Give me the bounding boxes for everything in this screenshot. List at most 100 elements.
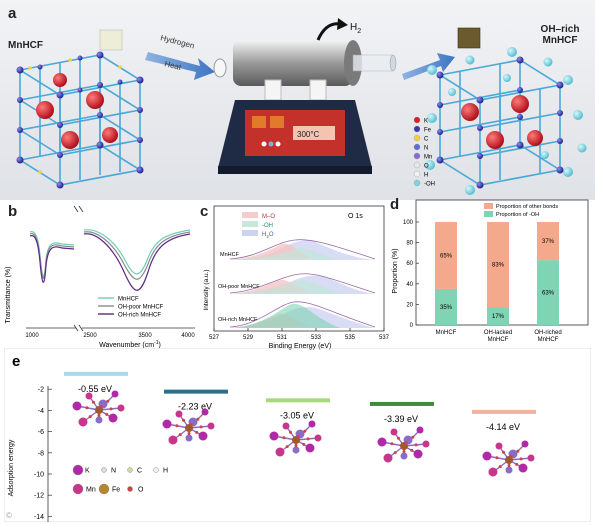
schematic-art: Hydrogen Heat 300°C H2 (16, 18, 587, 195)
legend-a-dot-0 (413, 116, 421, 124)
atom-k (275, 447, 285, 457)
atom-o (515, 462, 519, 466)
proportion-ylabel: Proportion (%) (392, 248, 399, 293)
atom-k (482, 451, 492, 461)
atom-o (509, 455, 513, 459)
atom-o (182, 418, 185, 422)
ftir-tick-3500: 3500 (138, 333, 152, 339)
atom-o (294, 444, 298, 447)
atom-o (390, 442, 394, 446)
legend-a-label-3: N (424, 146, 428, 152)
legend-e-dot-C (127, 467, 133, 473)
atom-k (416, 426, 424, 434)
legend-a-label-0: K (424, 119, 428, 125)
atom-k (78, 417, 88, 427)
adsorption-ytick--14: -14 (34, 514, 44, 521)
atom-o (302, 442, 306, 446)
temperature-display: 300°C (297, 130, 320, 139)
atom-k (85, 392, 93, 400)
bar-oh-label-2: 63% (542, 291, 555, 297)
oh-rich-label: OH–rich MnHCF (540, 24, 580, 46)
legend-a-dot-2 (413, 134, 421, 142)
xps-chart: Intensity (a.u.) O 1s M–O -OH H2O MnHCF … (203, 205, 390, 350)
atom-k (488, 467, 498, 477)
bar-oh-0 (435, 288, 457, 325)
xps-row-mnhcf: MnHCF (220, 252, 240, 258)
legend-e-dot-Mn (72, 483, 84, 495)
energy-level-bar-4 (472, 409, 536, 414)
legend-e-dot-O (127, 486, 133, 492)
proportion-ytick-20: 20 (406, 302, 413, 308)
xps-title: O 1s (348, 213, 363, 220)
atom-o (199, 425, 203, 429)
xps-legend: M–O -OH H2O (242, 212, 275, 239)
panel-label-e: e (12, 353, 20, 370)
tube-furnace (213, 40, 397, 174)
atom-o (178, 433, 182, 437)
xps-tick-527: 527 (209, 335, 220, 341)
atom-o (495, 456, 499, 460)
atom-k (108, 413, 118, 423)
energy-level-label-1: -2.23 eV (178, 402, 212, 412)
bar-oh-label-1: 17% (492, 314, 505, 320)
oh-rich-lattice (437, 59, 563, 186)
atom-k (207, 422, 215, 430)
legend-d-swatch-other (484, 203, 493, 209)
energy-level-label-3: -3.39 eV (384, 414, 418, 424)
xps-tick-537: 537 (379, 335, 390, 341)
atom-o (99, 405, 103, 409)
ftir-ylabel: Transmittance (%) (5, 267, 12, 324)
atom-k (383, 453, 393, 463)
atom-o (296, 435, 300, 439)
brown-powder-cube (457, 27, 481, 49)
ftir-xlabel: Wavenumber (cm-1) (99, 340, 161, 349)
proportion-ytick-0: 0 (410, 323, 414, 329)
arrow-label-hydrogen: Hydrogen (160, 33, 196, 50)
ftir-curves (29, 229, 191, 291)
adsorption-structure-2 (269, 420, 322, 457)
legend-e-label-O: O (138, 487, 144, 494)
atom-k (422, 440, 430, 448)
legend-a-label-6: H (424, 173, 428, 179)
ftir-chart: Transmittance (%) 1000 2500 3500 4000 Wa… (5, 205, 195, 349)
xps-legend-mo: M–O (262, 214, 275, 220)
legend-a-label-4: Mn (424, 155, 432, 161)
atom-o (306, 437, 310, 441)
atom-o (516, 449, 520, 453)
energy-levels: -0.55 eV-2.23 eV-3.05 eV-3.39 eV-4.14 eV (64, 371, 536, 432)
atom-o (196, 417, 200, 421)
atom-o (404, 441, 408, 445)
atom-o (397, 436, 400, 440)
legend-e-label-C: C (137, 468, 142, 475)
bar-oh-2 (537, 260, 559, 325)
atom-k (175, 410, 183, 418)
ftir-tick-1000: 1000 (25, 333, 39, 339)
atom-o (85, 406, 89, 410)
atom-k (168, 435, 178, 445)
energy-level-bar-3 (370, 401, 434, 406)
watermark: © (6, 511, 12, 520)
xps-tick-533: 533 (311, 335, 322, 341)
proportion-ytick-60: 60 (406, 261, 413, 267)
atom-o (303, 429, 307, 433)
bar-other-label-1: 83% (492, 263, 505, 269)
adsorption-structure-0 (72, 390, 125, 427)
atom-k (505, 466, 513, 474)
atom-k (527, 454, 535, 462)
adsorption-ytick--12: -12 (34, 493, 44, 500)
bar-category-2-0: OH-riched (534, 330, 561, 336)
atom-k (308, 420, 316, 428)
xps-row-oh-rich: OH-rich MnHCF (218, 317, 258, 323)
atom-o (289, 430, 292, 434)
legend-a-label-5: O (424, 164, 429, 170)
atom-o (285, 445, 289, 449)
atom-k (95, 416, 103, 424)
atom-o (402, 450, 406, 453)
adsorption-structure-4 (482, 440, 535, 477)
atom-k (390, 428, 398, 436)
panel-a-schematic: a MnHCF OH–rich MnHCF (0, 0, 595, 200)
